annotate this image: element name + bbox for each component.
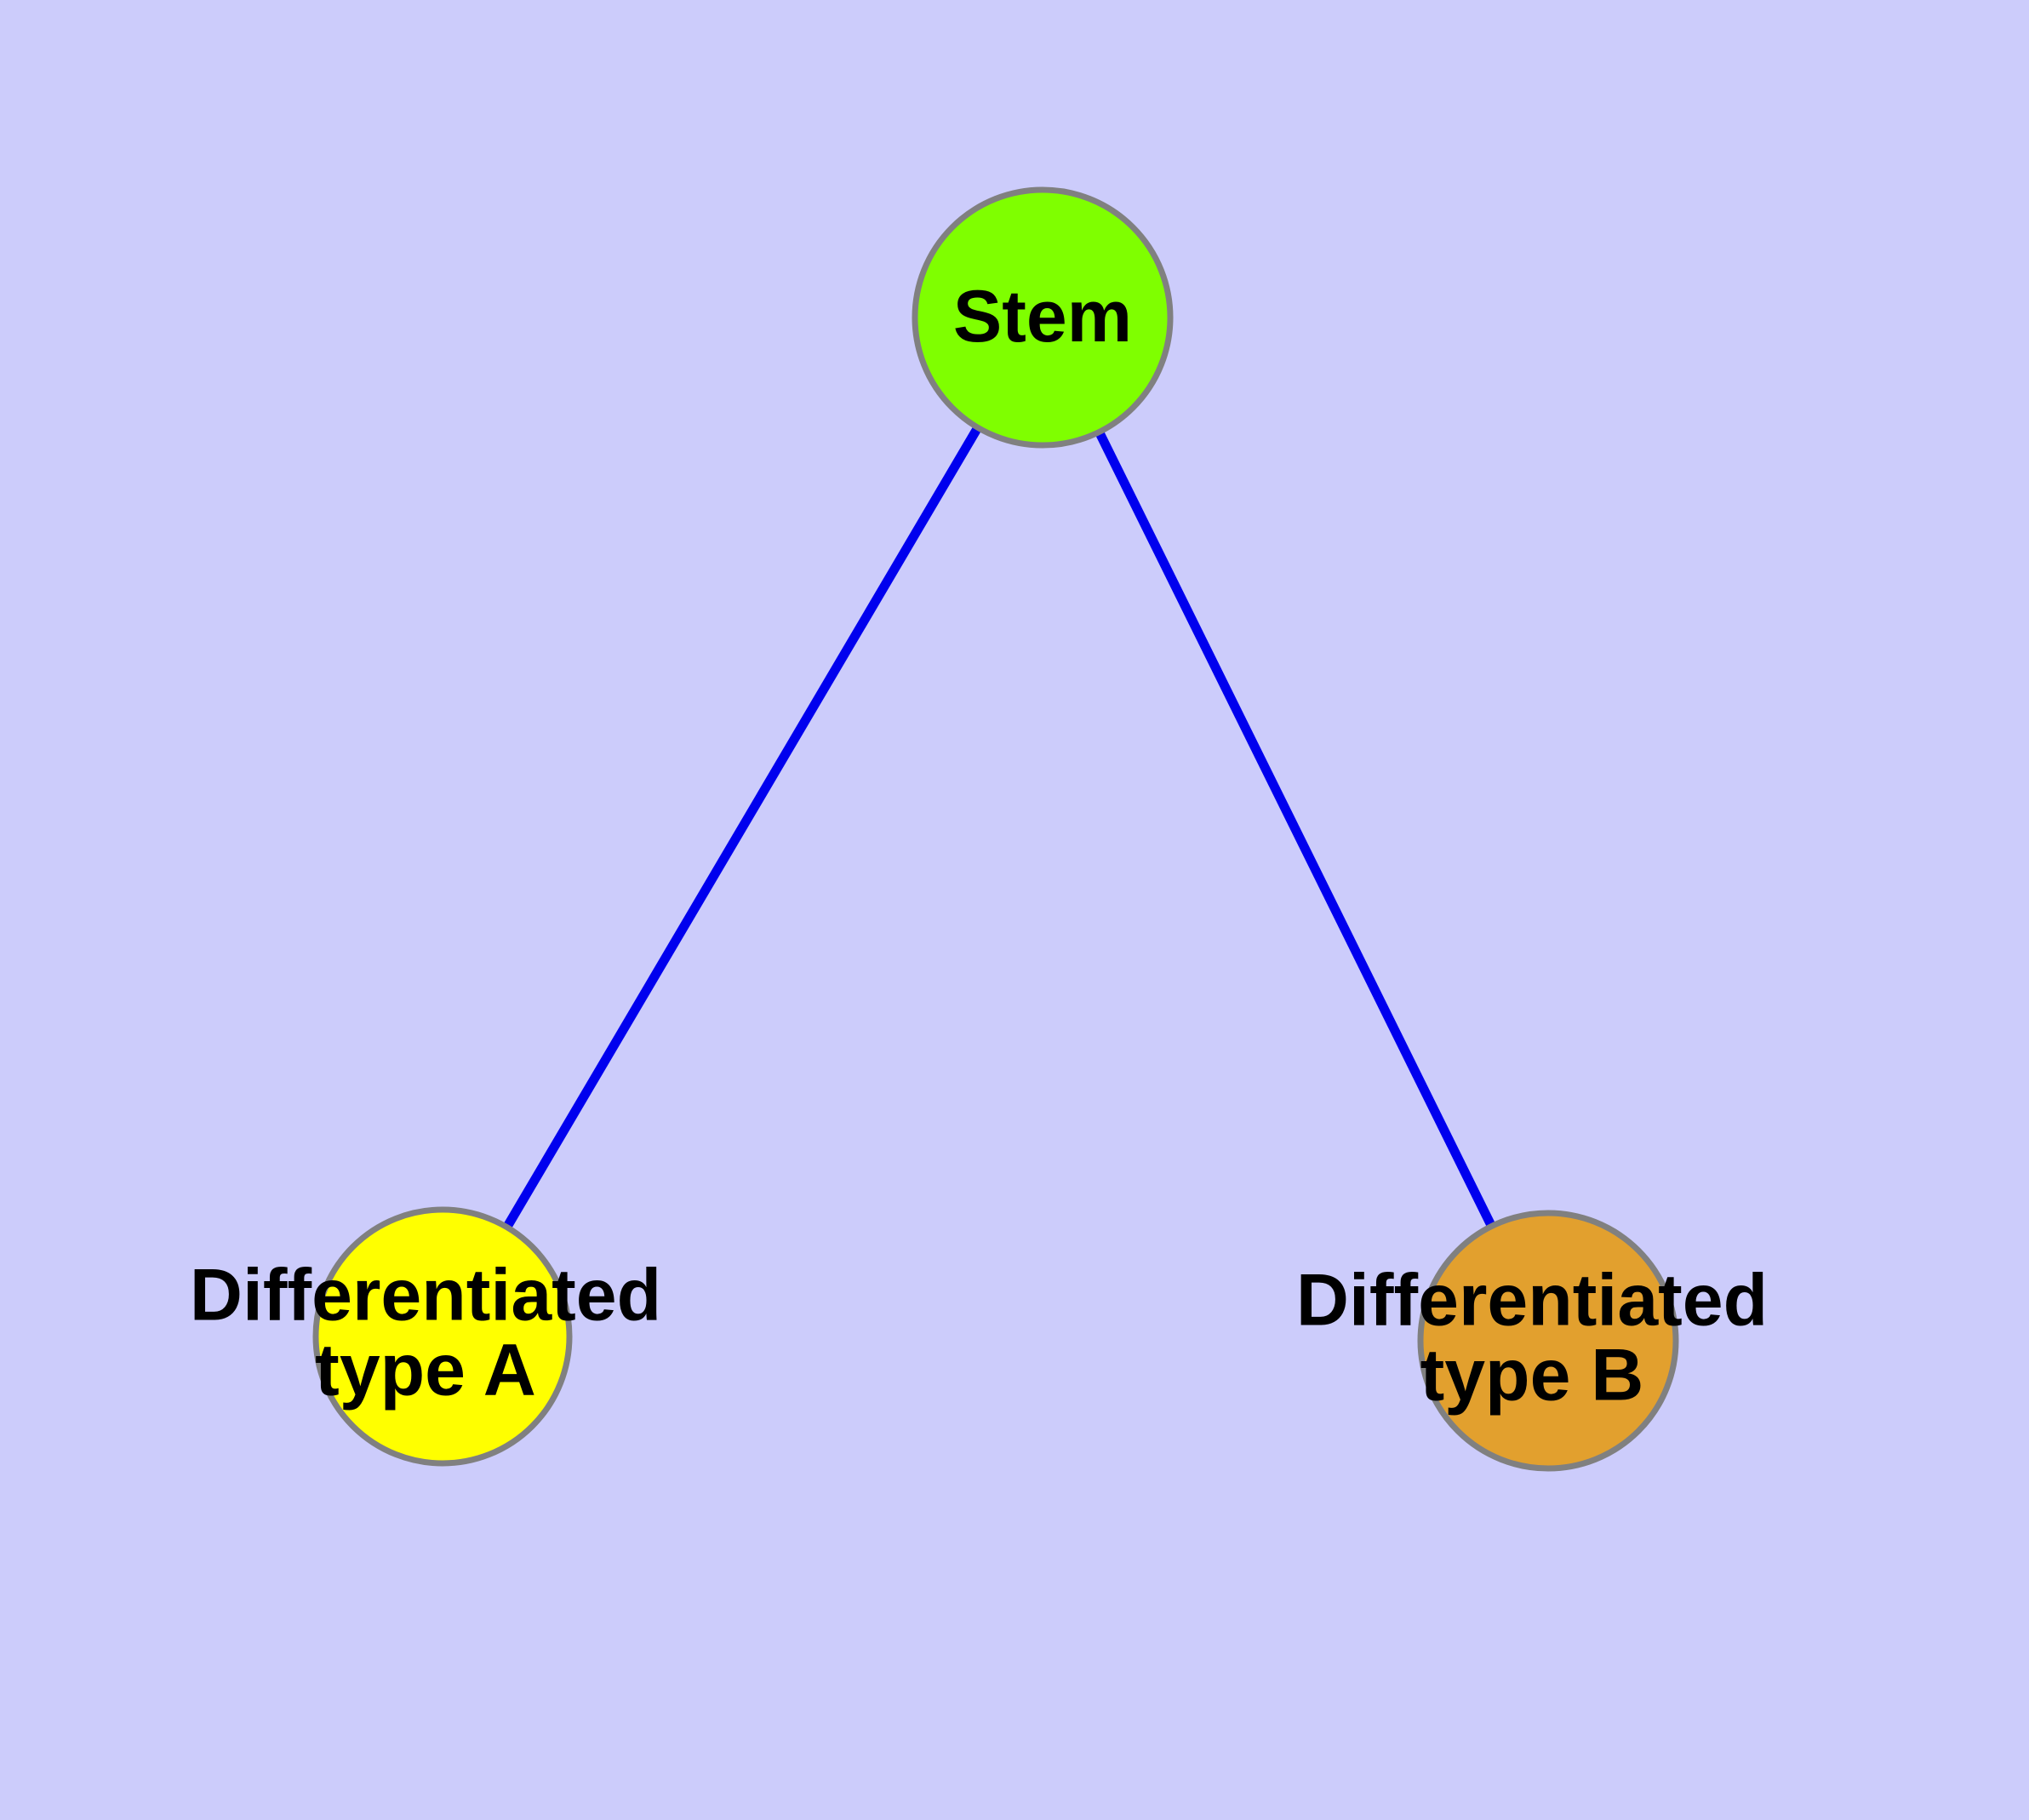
- node-stem[interactable]: [912, 186, 1174, 449]
- edge-stem-to-diff-a[interactable]: [500, 422, 984, 1233]
- node-layer: [312, 186, 1679, 1472]
- node-differentiated-type-b[interactable]: [1417, 1210, 1679, 1472]
- node-differentiated-type-a[interactable]: [312, 1206, 573, 1467]
- edge-stem-to-diff-b[interactable]: [1093, 426, 1498, 1232]
- edge-layer: [500, 422, 1498, 1233]
